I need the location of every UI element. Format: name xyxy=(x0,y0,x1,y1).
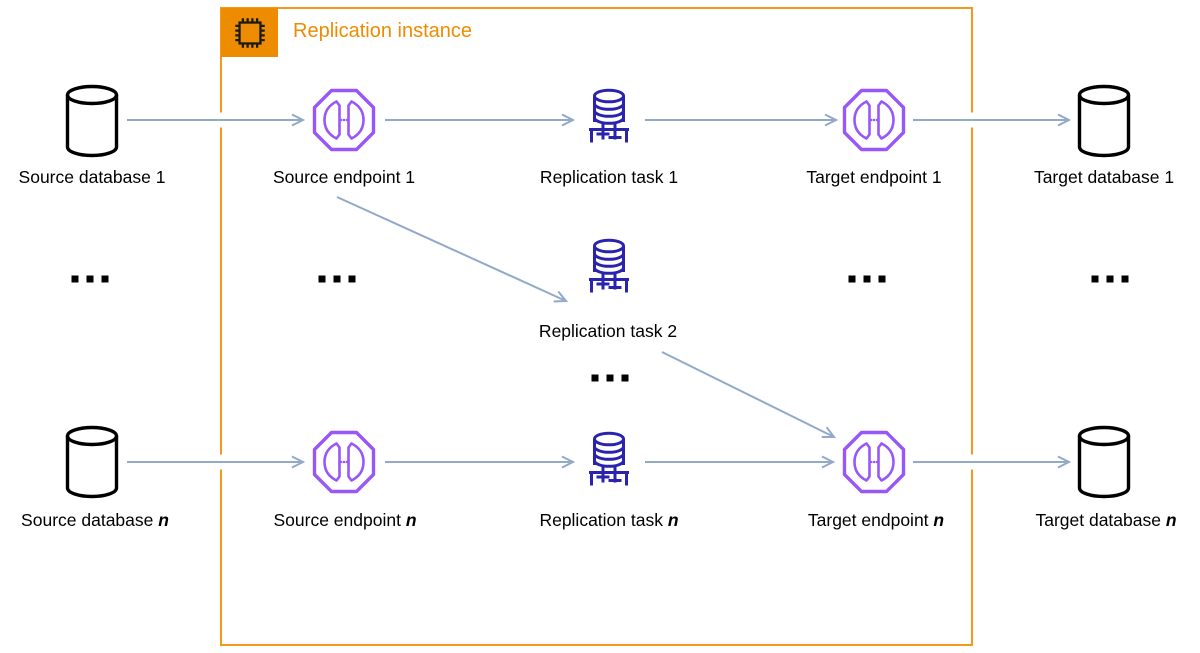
dms-endpoint-icon xyxy=(311,87,377,153)
label-target-database-n: Target database n xyxy=(1035,510,1177,530)
replication-task-icon xyxy=(582,237,636,301)
dms-endpoint-icon xyxy=(841,87,907,153)
replication-instance-box xyxy=(220,7,973,646)
replication-task-icon xyxy=(582,430,636,494)
chip-icon xyxy=(231,14,269,52)
label-replication-task-n: Replication task n xyxy=(539,510,679,530)
ellipsis xyxy=(848,275,886,283)
ellipsis xyxy=(1091,275,1129,283)
arrow-task2-to-targetendpointn xyxy=(658,345,838,444)
label-source-database-n: Source database n xyxy=(21,510,169,530)
label-target-endpoint-n: Target endpoint n xyxy=(807,510,945,530)
label-source-endpoint-1: Source endpoint 1 xyxy=(272,167,416,187)
label-replication-task-2: Replication task 2 xyxy=(538,321,678,341)
database-cylinder-icon xyxy=(1076,84,1132,158)
database-cylinder-icon xyxy=(64,84,120,158)
replication-instance-title: Replication instance xyxy=(293,20,472,42)
replication-task-icon xyxy=(582,87,636,151)
database-cylinder-icon xyxy=(64,425,120,499)
dms-endpoint-icon xyxy=(841,429,907,495)
ellipsis xyxy=(591,374,629,382)
dms-endpoint-icon xyxy=(311,429,377,495)
ellipsis xyxy=(71,275,109,283)
label-target-database-1: Target database 1 xyxy=(1033,167,1175,187)
label-source-database-1: Source database 1 xyxy=(18,167,166,187)
label-source-endpoint-n: Source endpoint n xyxy=(273,510,417,530)
label-target-endpoint-1: Target endpoint 1 xyxy=(806,167,942,187)
ellipsis xyxy=(318,275,356,283)
label-replication-task-1: Replication task 1 xyxy=(539,167,679,187)
arrow-endpoint1-to-task2 xyxy=(333,190,570,308)
database-cylinder-icon xyxy=(1076,425,1132,499)
replication-instance-badge xyxy=(221,8,278,57)
